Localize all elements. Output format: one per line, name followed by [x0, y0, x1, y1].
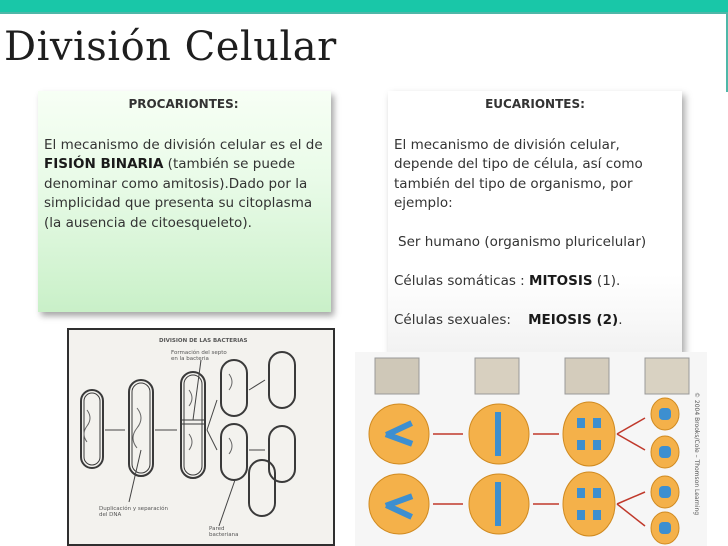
- meiosis-term: MEIOSIS (2): [528, 312, 619, 328]
- septum-label: Formación del septo en la bacteria: [171, 350, 227, 362]
- prokaryotes-heading: PROCARIONTES:: [128, 97, 239, 111]
- dna-label: Duplicación y separación del DNA: [99, 506, 168, 518]
- bacteria-division-drawing: [80, 351, 296, 527]
- sex-cells-line: Células sexuales: MEIOSIS (2).: [394, 311, 676, 331]
- top-accent-bar: [0, 0, 728, 12]
- eukaryotes-heading: EUCARIONTES:: [485, 97, 585, 111]
- prokaryotes-text-after: (también se puede denominar como amitosi…: [44, 156, 313, 231]
- mitosis-ref: (1).: [592, 273, 621, 289]
- prokaryotes-text-before: El mecanismo de división celular es el d…: [44, 136, 323, 153]
- meiosis-end: .: [618, 312, 623, 328]
- sex-cells-label: Células sexuales:: [394, 312, 529, 328]
- eukaryotes-intro: El mecanismo de división celular, depend…: [394, 136, 643, 212]
- wall-label: Pared bacteriana: [209, 526, 239, 538]
- mitosis-term: MITOSIS: [529, 273, 593, 289]
- somatic-cells-label: Células somáticas :: [394, 273, 530, 289]
- mitosis-stages-figure: © 2004 Brooks/Cole – Thomson Learning: [355, 352, 707, 546]
- binary-fission-term: FISIÓN BINARIA: [44, 156, 164, 172]
- slide-title: División Celular: [4, 24, 337, 70]
- bacteria-figure-caption: DIVISION DE LAS BACTERIAS: [159, 338, 248, 344]
- prokaryotes-panel: PROCARIONTES: El mecanismo de división c…: [38, 91, 331, 312]
- bacteria-division-figure: DIVISION DE LAS BACTERIAS Formación del …: [67, 328, 335, 546]
- prokaryotes-text: El mecanismo de división celular es el d…: [44, 136, 323, 234]
- mitosis-copyright: © 2004 Brooks/Cole – Thomson Learning: [693, 392, 700, 515]
- title-frame: [0, 12, 728, 92]
- eukaryotes-panel: EUCARIONTES: El mecanismo de división ce…: [388, 91, 682, 353]
- somatic-cells-line: Células somáticas : MITOSIS (1).: [394, 272, 676, 292]
- mitosis-stages-drawing: © 2004 Brooks/Cole – Thomson Learning: [368, 357, 700, 545]
- eukaryotes-example: Ser humano (organismo pluricelular): [398, 234, 647, 250]
